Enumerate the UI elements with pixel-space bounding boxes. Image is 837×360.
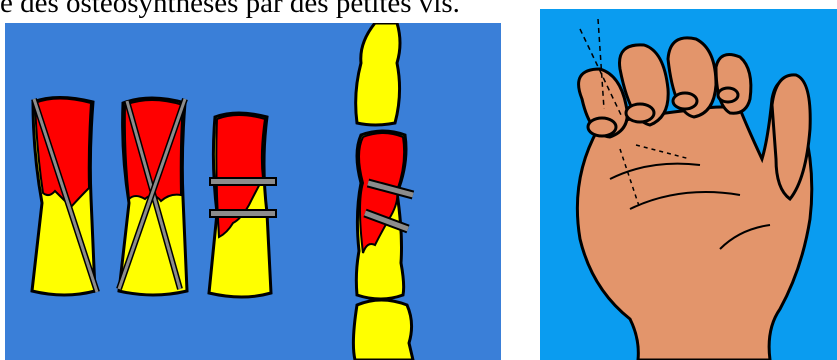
screw-3a [210, 178, 276, 185]
screw-3b [210, 210, 276, 217]
bone-1 [32, 98, 97, 296]
bone-3 [209, 113, 276, 297]
hand-svg [540, 9, 837, 360]
hand-illustration [540, 9, 837, 360]
bone-fixation-svg [5, 23, 501, 360]
proximal-phalanx [353, 300, 413, 360]
bone-2 [119, 98, 187, 295]
bone-fixation-illustration [5, 23, 501, 360]
finger-little [716, 55, 751, 114]
